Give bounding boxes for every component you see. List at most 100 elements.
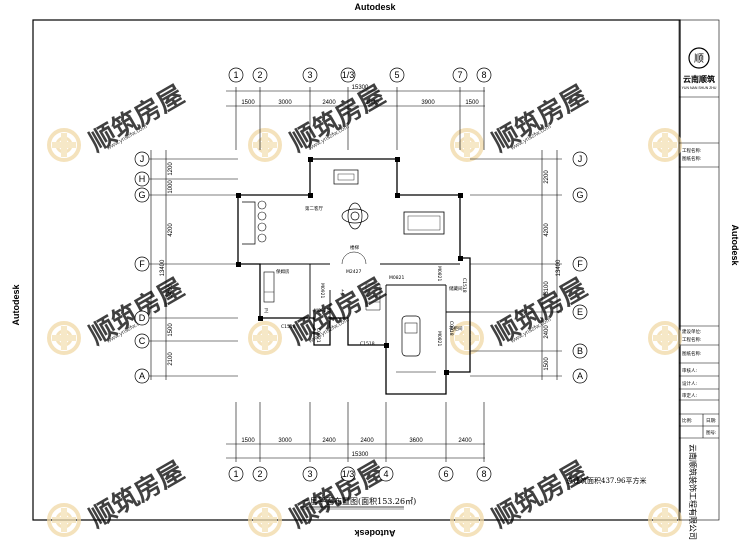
- window-code: C1518: [461, 278, 467, 293]
- grid-bubble: [252, 466, 268, 482]
- grid-id-right: G: [576, 190, 583, 200]
- company-logo-icon: [688, 47, 710, 69]
- title-field: 工程名称:: [682, 147, 702, 154]
- title-field: 工程名称:: [682, 336, 702, 343]
- title-block: [678, 19, 720, 521]
- grid-id-bottom: 2: [257, 469, 262, 479]
- grid-bubble: [302, 67, 318, 83]
- grid-bubble: [134, 256, 150, 272]
- room-label: 楼梯: [350, 244, 359, 251]
- dim-bottom: 2400: [458, 438, 472, 444]
- dim-right: 2200: [544, 170, 550, 184]
- dim-right: 3100: [544, 281, 550, 295]
- dim-right-total: 13400: [556, 259, 562, 276]
- window-code: C1518: [281, 324, 296, 330]
- grid-bubble: [134, 187, 150, 203]
- dim-top: 1500: [465, 100, 479, 106]
- dim-left-total: 13400: [160, 259, 166, 276]
- grid-id-bottom: 3: [307, 469, 312, 479]
- grid-bubble: [476, 67, 492, 83]
- bottom-axis: [226, 402, 485, 462]
- door-code: M2427: [346, 269, 361, 275]
- grid-bubble: [378, 466, 394, 482]
- title-field: 图纸名称:: [682, 350, 702, 357]
- dim-left: 1500: [168, 323, 174, 337]
- grid-bubble: [572, 187, 588, 203]
- drawing-frame: [32, 19, 681, 521]
- door-code: M0821: [389, 275, 404, 281]
- dim-left: 2100: [168, 352, 174, 366]
- window-code: C1518: [360, 341, 375, 347]
- dim-bottom: 2400: [322, 438, 336, 444]
- grid-bubble: [252, 67, 268, 83]
- dim-left: 1000: [168, 180, 174, 194]
- grid-bubble: [572, 151, 588, 167]
- edge-label-top: Autodesk: [354, 2, 396, 12]
- grid-id-top: 7: [457, 70, 462, 80]
- floor-plan: [237, 158, 471, 395]
- total-area-note: 总建筑面积437.96平方米: [566, 476, 647, 485]
- dim-right: 1500: [544, 357, 550, 371]
- dim-top: 3000: [278, 100, 292, 106]
- dim-top: 3900: [421, 100, 435, 106]
- dim-left: 3400: [168, 284, 174, 298]
- door-code: M0821: [436, 331, 442, 346]
- grid-id-right: A: [577, 371, 583, 381]
- right-axis: [470, 150, 562, 380]
- window-code: C0921: [315, 328, 321, 343]
- dim-left: 4200: [168, 223, 174, 237]
- title-field: 建设单位:: [682, 328, 702, 335]
- grid-id-top: 3: [307, 70, 312, 80]
- window-code: C0918: [448, 321, 454, 336]
- grid-id-bottom: 1/3: [342, 469, 355, 479]
- company-name-vertical: 云南顺筑装饰工程有限公司: [688, 444, 698, 540]
- dim-top: 3000: [365, 100, 379, 106]
- dim-right: 2400: [544, 325, 550, 339]
- room-label: 衣柜间: [449, 325, 463, 332]
- columns: [236, 157, 463, 375]
- grid-id-left: C: [139, 336, 146, 346]
- right-grid-bubbles: [572, 151, 588, 384]
- dim-bottom: 3600: [409, 438, 423, 444]
- grid-id-bottom: 8: [481, 469, 486, 479]
- top-grid-bubbles: [228, 67, 492, 83]
- room-label: 保姆房: [276, 268, 290, 275]
- grid-id-right: E: [577, 307, 583, 317]
- dim-bottom: 1500: [241, 438, 255, 444]
- grid-bubble: [228, 466, 244, 482]
- grid-id-top: 1/3: [342, 70, 355, 80]
- grid-id-top: 1: [233, 70, 238, 80]
- grid-id-top: 8: [481, 70, 486, 80]
- dim-bottom: 3000: [278, 438, 292, 444]
- grid-bubble: [340, 466, 356, 482]
- grid-bubble: [452, 67, 468, 83]
- dim-bottom-total: 15300: [352, 452, 369, 458]
- title-field: 设计人:: [682, 380, 697, 387]
- grid-id-left: H: [139, 174, 146, 184]
- grid-id-right: B: [577, 346, 583, 356]
- grid-bubble: [228, 67, 244, 83]
- watermark-text-9: 顺筑房屋: [487, 455, 593, 534]
- grid-bubble: [302, 466, 318, 482]
- grid-bubble: [134, 333, 150, 349]
- grid-id-bottom: 1: [233, 469, 238, 479]
- grid-bubble: [134, 171, 150, 187]
- top-axis: [226, 87, 485, 150]
- left-axis: [146, 150, 238, 380]
- dim-top: 2400: [322, 100, 336, 106]
- title-field: 审核人:: [682, 367, 697, 374]
- grid-id-left: J: [140, 154, 145, 164]
- grid-bubble: [572, 343, 588, 359]
- title-field: 比例:: [682, 417, 693, 424]
- room-label: 储藏间: [449, 285, 463, 292]
- dim-bottom: 2400: [360, 438, 374, 444]
- grid-bubble: [340, 67, 356, 83]
- dim-right: 4200: [544, 223, 550, 237]
- grid-id-top: 5: [394, 70, 399, 80]
- door-code: M0821: [436, 266, 442, 281]
- room-label: 第二客厅: [305, 205, 323, 212]
- logo-en: YUN NAN SHUN ZHU: [682, 86, 717, 90]
- grid-id-left: F: [139, 259, 145, 269]
- grid-id-bottom: 6: [443, 469, 448, 479]
